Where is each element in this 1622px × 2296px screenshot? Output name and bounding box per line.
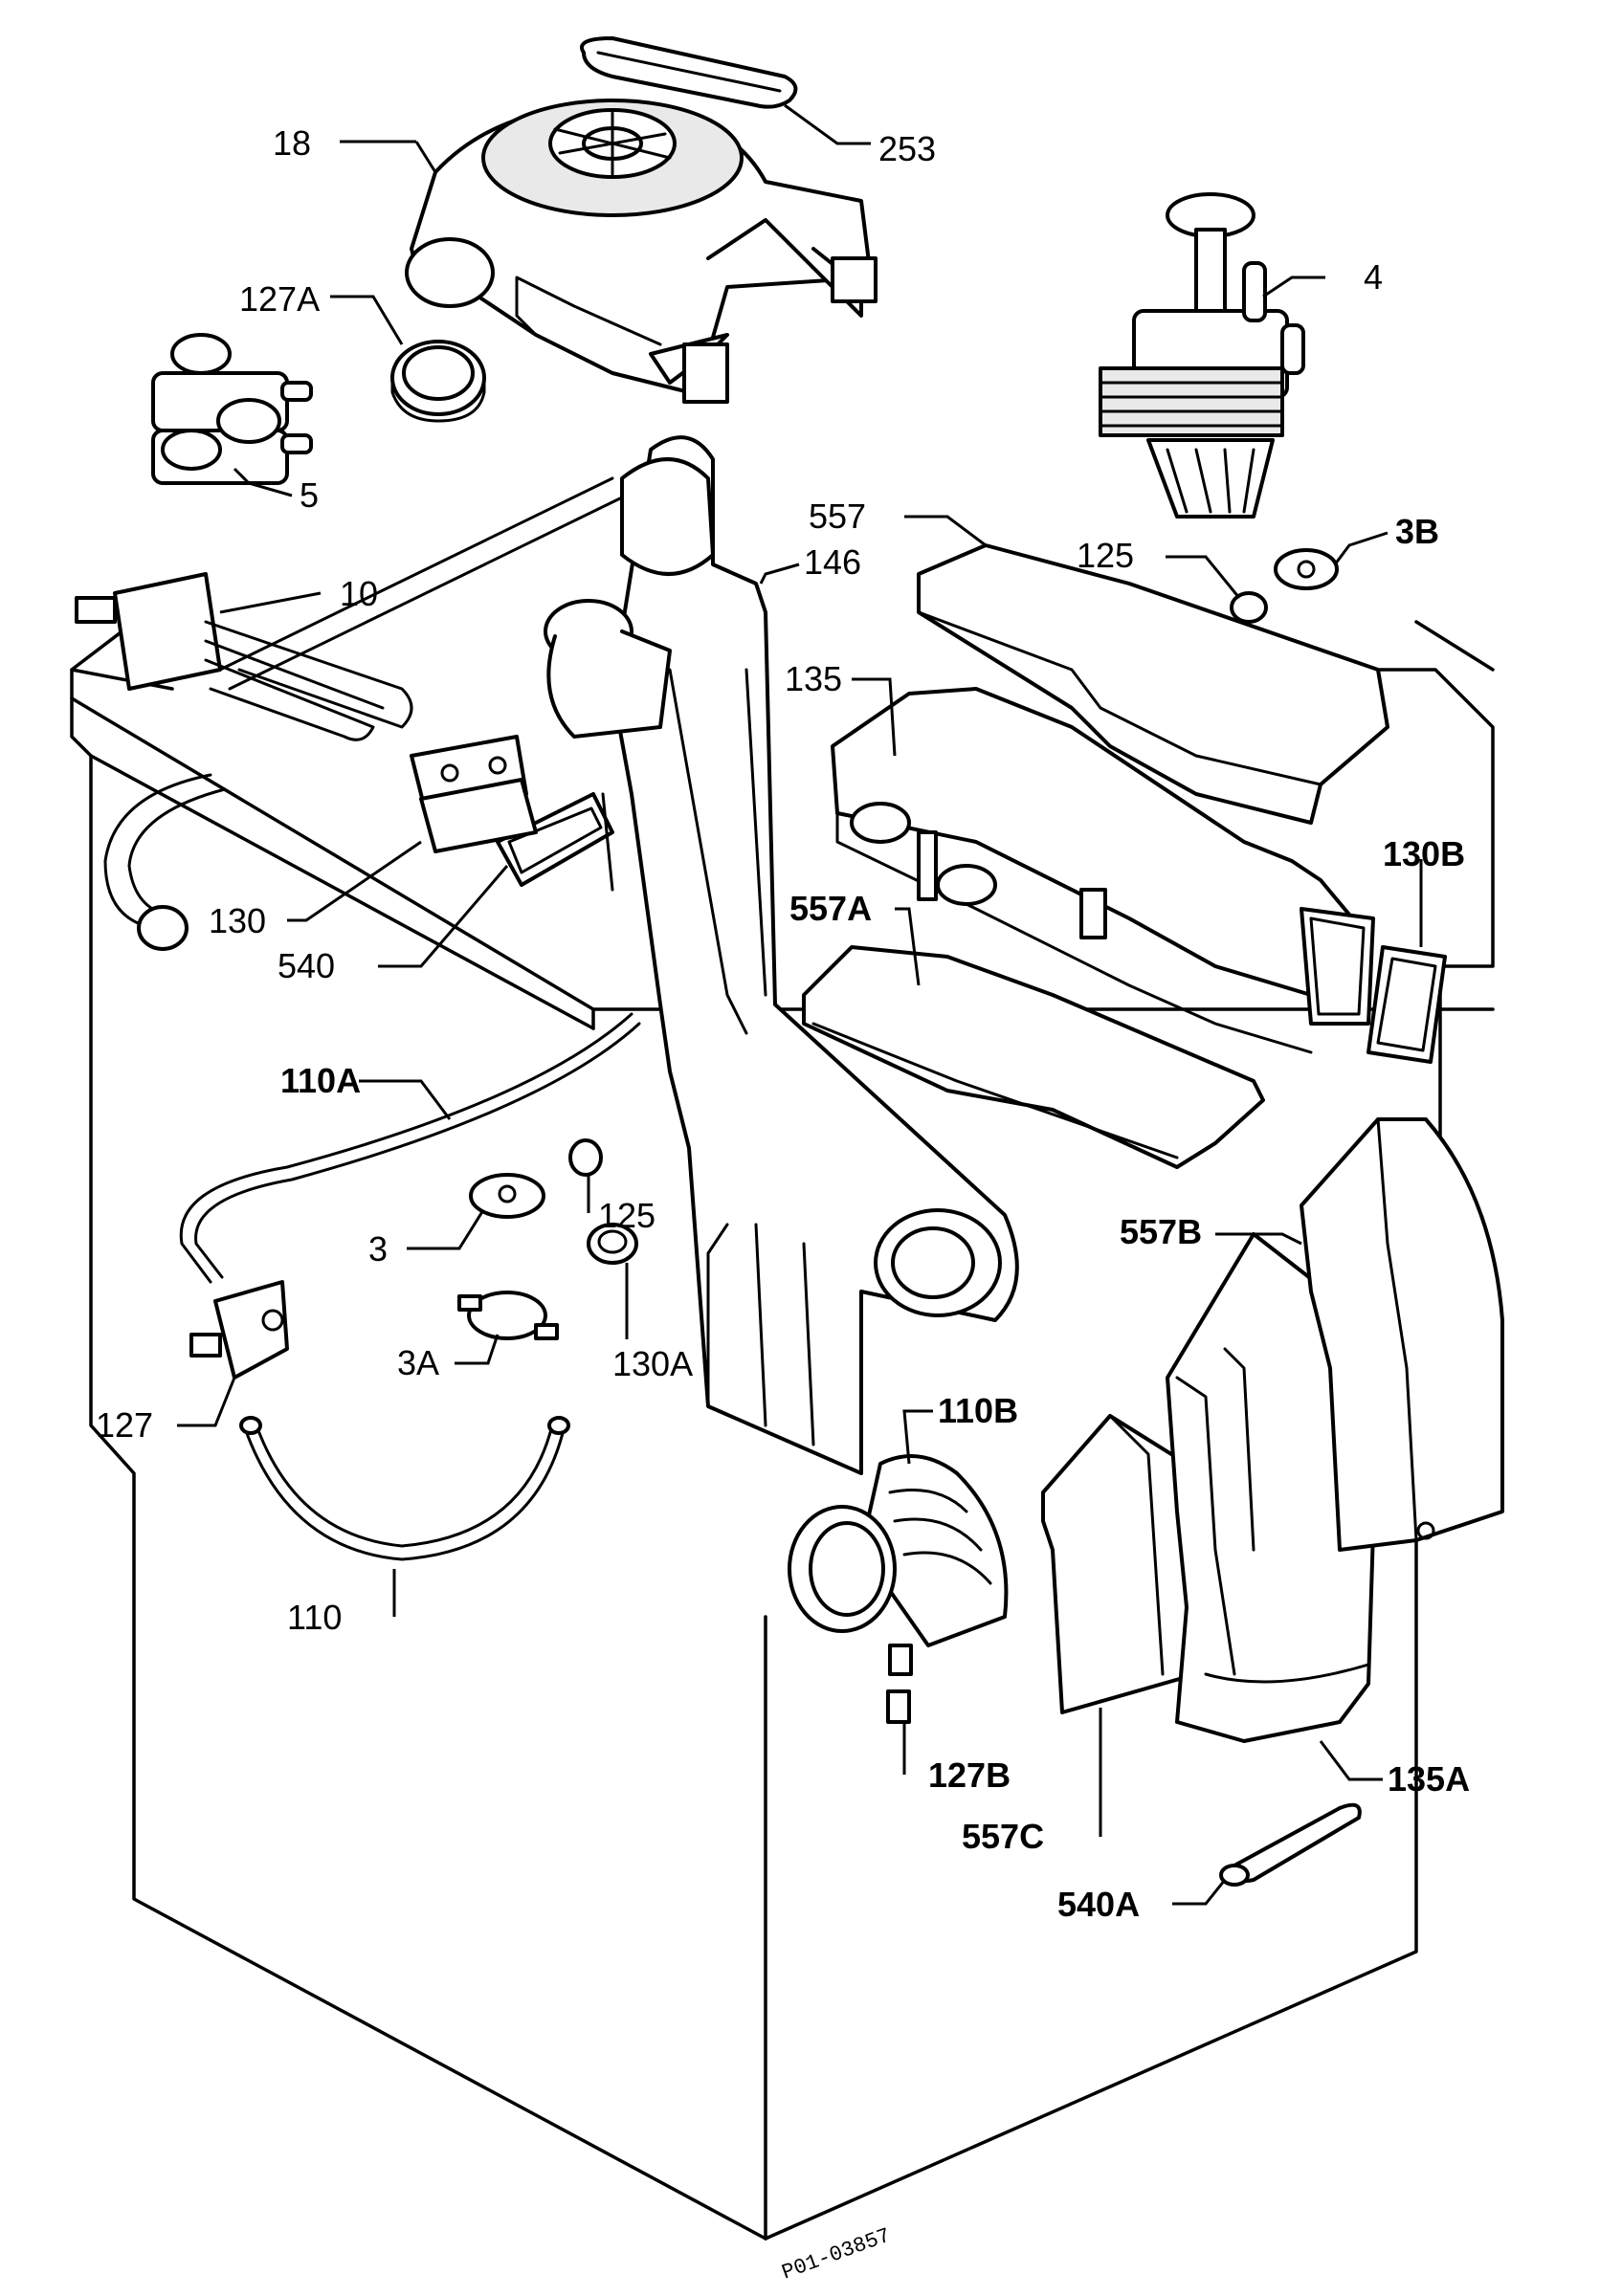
label-3: 3	[368, 1229, 388, 1269]
thermostat-3	[469, 1173, 545, 1219]
gasket-130	[419, 778, 538, 853]
label-110: 110	[287, 1598, 342, 1637]
clip-540A	[1219, 1802, 1362, 1887]
gasket-540	[496, 792, 614, 892]
label-127: 127	[96, 1405, 153, 1445]
o-ring-125	[568, 1138, 603, 1177]
label-135A: 135A	[1388, 1759, 1470, 1799]
thermostat-3B	[1274, 548, 1339, 590]
label-540A: 540A	[1057, 1885, 1140, 1924]
label-557: 557	[809, 497, 866, 536]
duct-cover-557A	[802, 945, 1265, 1169]
label-5: 5	[300, 475, 319, 515]
label-557A: 557A	[789, 889, 872, 928]
bellows-110B	[788, 1454, 1009, 1676]
label-127B: 127B	[928, 1755, 1011, 1795]
drawing-code: P01-03857	[779, 2223, 894, 2285]
label-253: 253	[878, 129, 936, 168]
duct-557B	[1300, 1117, 1504, 1552]
gasket-130B	[1366, 945, 1447, 1064]
leader-lines	[177, 103, 1423, 1906]
label-125-top: 125	[1077, 536, 1134, 575]
valve-block-5	[151, 333, 313, 485]
collar-130A	[587, 1223, 638, 1265]
label-10: 10	[340, 574, 378, 613]
thermostat-3A	[457, 1291, 559, 1340]
hose-110A	[179, 1012, 641, 1284]
label-125: 125	[598, 1196, 655, 1235]
label-557B: 557B	[1120, 1212, 1202, 1251]
duct-body-135	[831, 687, 1375, 1054]
o-ring-125-top	[1230, 591, 1268, 624]
label-127A: 127A	[239, 279, 320, 319]
label-3B: 3B	[1395, 512, 1439, 551]
label-3A: 3A	[397, 1343, 439, 1382]
label-110B: 110B	[938, 1391, 1018, 1430]
ring-seal-127A	[390, 340, 486, 423]
label-146: 146	[804, 542, 861, 582]
label-130: 130	[209, 901, 266, 940]
heating-element-10	[75, 476, 624, 951]
label-540: 540	[278, 946, 335, 985]
label-18: 18	[273, 123, 311, 163]
label-110A: 110A	[280, 1061, 361, 1100]
pressure-switch-127	[189, 1280, 289, 1380]
pump-motor-4	[1099, 192, 1305, 519]
drive-belt-253	[580, 36, 798, 109]
hose-110	[239, 1416, 570, 1561]
label-130A: 130A	[612, 1344, 693, 1383]
nozzle-127B	[886, 1689, 911, 1724]
cover-557C	[1041, 1414, 1198, 1714]
blower-housing-18	[405, 99, 878, 404]
main-duct-146	[544, 435, 1019, 1475]
label-135: 135	[785, 659, 842, 698]
label-4: 4	[1364, 257, 1383, 297]
duct-cover-557	[917, 543, 1389, 825]
label-130B: 130B	[1383, 834, 1465, 873]
label-557C: 557C	[962, 1817, 1044, 1856]
